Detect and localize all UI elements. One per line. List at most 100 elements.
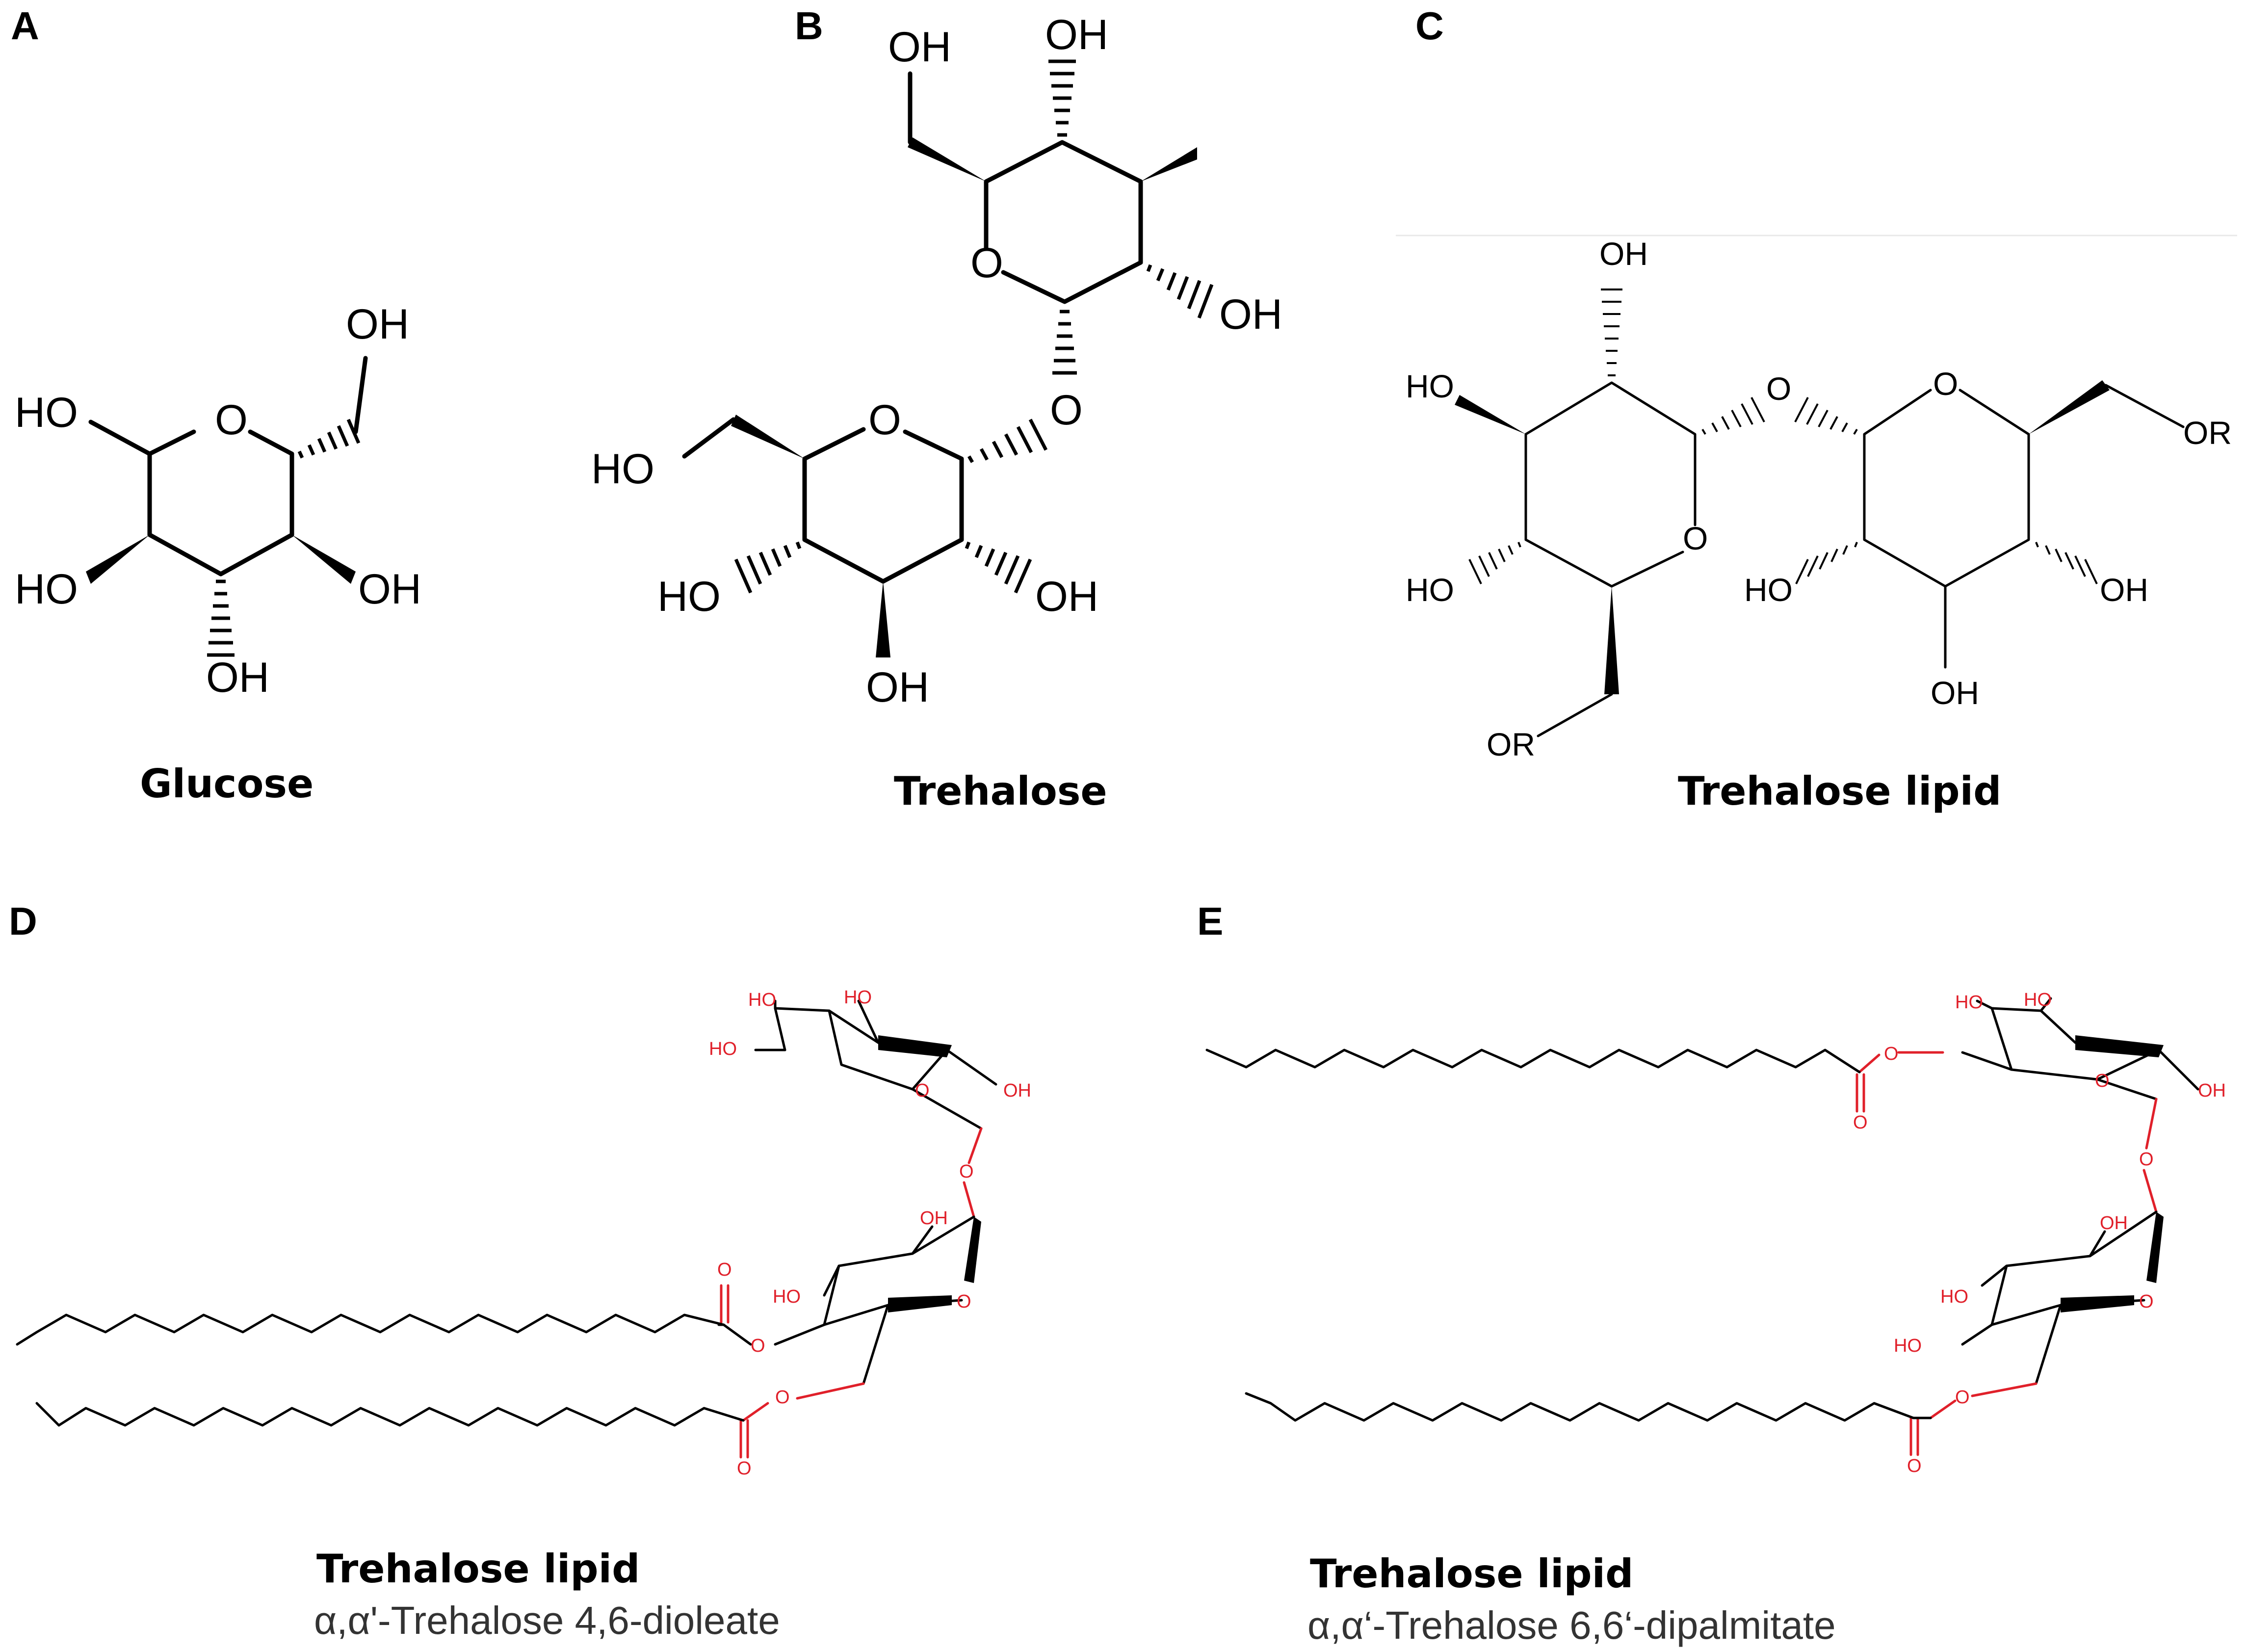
- dipalmitate-ester2-carbonyl-o: O: [1907, 1456, 1922, 1476]
- caption-trehalose-lipid-c: Trehalose lipid: [1678, 768, 2001, 814]
- trehalose-lipid-left-c2-hash: [1701, 397, 1765, 435]
- dipalmitate-glycosidic-bond-1: [2145, 1098, 2158, 1150]
- trehalose-lipid-left-c6-bond: [1537, 693, 1613, 737]
- trehalose-lipid-left-ring-a: [1524, 381, 1697, 541]
- dipalmitate-upper-ring-o: O: [2095, 1071, 2110, 1091]
- trehalose-lipid-right-or: OR: [2183, 415, 2232, 451]
- trehalose-lipid-left-c3-oh: OH: [1599, 236, 1648, 272]
- trehalose-upper-ring-o: O: [970, 239, 1003, 287]
- dipalmitate-lower-bold-bond: [2061, 1295, 2134, 1312]
- trehalose-lower-c3-wedge: [876, 581, 890, 657]
- dioleate-lower-oh: OH: [920, 1208, 948, 1229]
- glucose-c6-bond: [353, 356, 368, 434]
- dioleate-lower-c2-oh: [911, 1225, 934, 1255]
- dipalmitate-upper-c6: [1961, 1051, 2013, 1071]
- dipalmitate-upper-c3-oh: [2039, 997, 2052, 1012]
- trehalose-lower-c6-ho: HO: [591, 446, 654, 493]
- trehalose-lipid-left-ring-o: O: [1683, 520, 1708, 556]
- dioleate-upper-ring-bottom: [828, 1009, 948, 1091]
- trehalose-lipid-right-ring: [1863, 389, 2030, 588]
- trehalose-lipid-structure: OH HO O HO OR O O OR HO OH OH: [1406, 236, 2232, 762]
- trehalose-lipid-left-c0-ho: HO: [1406, 572, 1454, 608]
- dioleate-lower-c4-o: [774, 1323, 826, 1346]
- trehalose-lipid-left-c4-wedge: [1455, 395, 1526, 434]
- dioleate-lower-bold-bond: [888, 1295, 952, 1312]
- glucose-c2-ho: HO: [15, 566, 78, 613]
- panel-letter-c: C: [1415, 4, 1444, 48]
- trehalose-structure: OH OH O OH O O HO HO OH OH: [591, 11, 1282, 711]
- dioleate-glycosidic-bond-2: [963, 1181, 975, 1218]
- panel-a: A: [11, 4, 421, 807]
- dioleate-structure: HO HO HO O OH O OH HO O O O O O: [16, 987, 1031, 1479]
- trehalose-upper-c4-hash: [1048, 59, 1076, 137]
- trehalose-upper-c3-wedge: [1141, 147, 1197, 182]
- trehalose-lower-c4-ho: HO: [657, 573, 721, 620]
- subcaption-dipalmitate: α,α‘-Trehalose 6,6‘-dipalmitate: [1307, 1603, 1836, 1647]
- dipalmitate-glycosidic-o: O: [2139, 1149, 2154, 1170]
- dipalmitate-chain-2: [1245, 1392, 1932, 1422]
- trehalose-lipid-right-c2-hash: [1795, 542, 1858, 584]
- trehalose-lipid-right-c6-bond: [2104, 384, 2185, 428]
- caption-trehalose-lipid-e: Trehalose lipid: [1310, 1551, 1633, 1597]
- trehalose-lipid-right-c4-hash: [2035, 542, 2098, 584]
- trehalose-lipid-left-or: OR: [1487, 726, 1535, 762]
- trehalose-upper-c2-hash: [1146, 264, 1214, 319]
- glucose-c4-oh: OH: [358, 566, 421, 613]
- glucose-ring: [147, 429, 294, 577]
- dioleate-ester1-o: O: [751, 1336, 765, 1356]
- trehalose-lower-c2-oh: OH: [1035, 573, 1098, 620]
- dioleate-upper-c1: [911, 1088, 983, 1130]
- dipalmitate-lower-oh: OH: [2100, 1213, 2128, 1233]
- dipalmitate-ester1-carbonyl-o: O: [1853, 1112, 1868, 1133]
- dioleate-lower-ho: HO: [773, 1286, 801, 1307]
- panel-c: C: [1396, 4, 2237, 814]
- dipalmitate-lower-c6-o: [1971, 1382, 2038, 1397]
- dioleate-upper-oh: OH: [1003, 1080, 1031, 1101]
- dioleate-ester1-carbonyl-o: O: [717, 1259, 732, 1280]
- dioleate-lower-c1-wedge: [964, 1217, 981, 1283]
- dioleate-lower-c6: [862, 1304, 889, 1385]
- panel-b: B: [591, 4, 1282, 814]
- trehalose-lipid-left-ring-b: [1524, 538, 1684, 588]
- dipalmitate-lower-c4-oh: [1961, 1323, 1993, 1346]
- dipalmitate-ester2-o-link: [1929, 1399, 1957, 1419]
- glucose-c1-oh-bond: [88, 420, 152, 456]
- dioleate-lower-ring-o: O: [957, 1291, 971, 1312]
- dioleate-glycosidic-o: O: [959, 1161, 974, 1182]
- glucose-c4-wedge: [292, 535, 356, 584]
- trehalose-lipid-glycosidic-o: O: [1766, 370, 1791, 407]
- dioleate-upper-c3-oh: [857, 999, 880, 1044]
- dipalmitate-ester1-o: O: [1884, 1044, 1899, 1064]
- trehalose-glycosidic-hash-1: [1052, 310, 1077, 375]
- dioleate-glycosidic-bond-1: [967, 1127, 983, 1164]
- dioleate-c6-o-bond: [796, 1382, 865, 1400]
- trehalose-lower-c2-hash: [965, 541, 1032, 594]
- dioleate-ester2-o-link: [742, 1402, 769, 1422]
- dipalmitate-lower-c6: [2035, 1304, 2062, 1385]
- trehalose-lower-c3-oh: OH: [866, 664, 929, 711]
- dipalmitate-lower-c2-oh: [2089, 1230, 2106, 1258]
- trehalose-lower-ring-o: O: [868, 396, 901, 444]
- dioleate-ester2-carbonyl-o: O: [737, 1458, 752, 1479]
- dipalmitate-ester1-o-link: [1858, 1053, 1881, 1074]
- dipalmitate-glycosidic-bond-2: [2142, 1169, 2158, 1213]
- panel-e: E: [1197, 899, 2226, 1647]
- caption-trehalose-lipid-d: Trehalose lipid: [316, 1546, 640, 1592]
- dipalmitate-chain-1: [1205, 1049, 1861, 1074]
- dioleate-chain-2: [35, 1402, 745, 1427]
- dipalmitate-ester2-o: O: [1955, 1387, 1970, 1408]
- trehalose-glycosidic-hash-2: [967, 419, 1048, 463]
- trehalose-lipid-right-c3-oh: OH: [1931, 675, 1979, 711]
- dioleate-chain-1: [16, 1313, 725, 1346]
- dipalmitate-upper-c4-oh: [1976, 999, 1993, 1010]
- dioleate-ester2-o: O: [775, 1387, 790, 1408]
- trehalose-lipid-left-c5-wedge: [1604, 586, 1619, 694]
- glucose-c6-oh: OH: [346, 301, 409, 348]
- dioleate-upper-c2-oh: [945, 1049, 997, 1086]
- dipalmitate-upper-c2-oh: [2157, 1049, 2199, 1091]
- panel-letter-d: D: [9, 899, 37, 943]
- glucose-ring-o: O: [215, 396, 248, 444]
- dipalmitate-structure: HO HO O OH O O O OH HO HO O O O: [1205, 990, 2226, 1476]
- dipalmitate-lower-ring-o: O: [2139, 1291, 2154, 1312]
- dipalmitate-upper-bold-bond: [2075, 1035, 2164, 1057]
